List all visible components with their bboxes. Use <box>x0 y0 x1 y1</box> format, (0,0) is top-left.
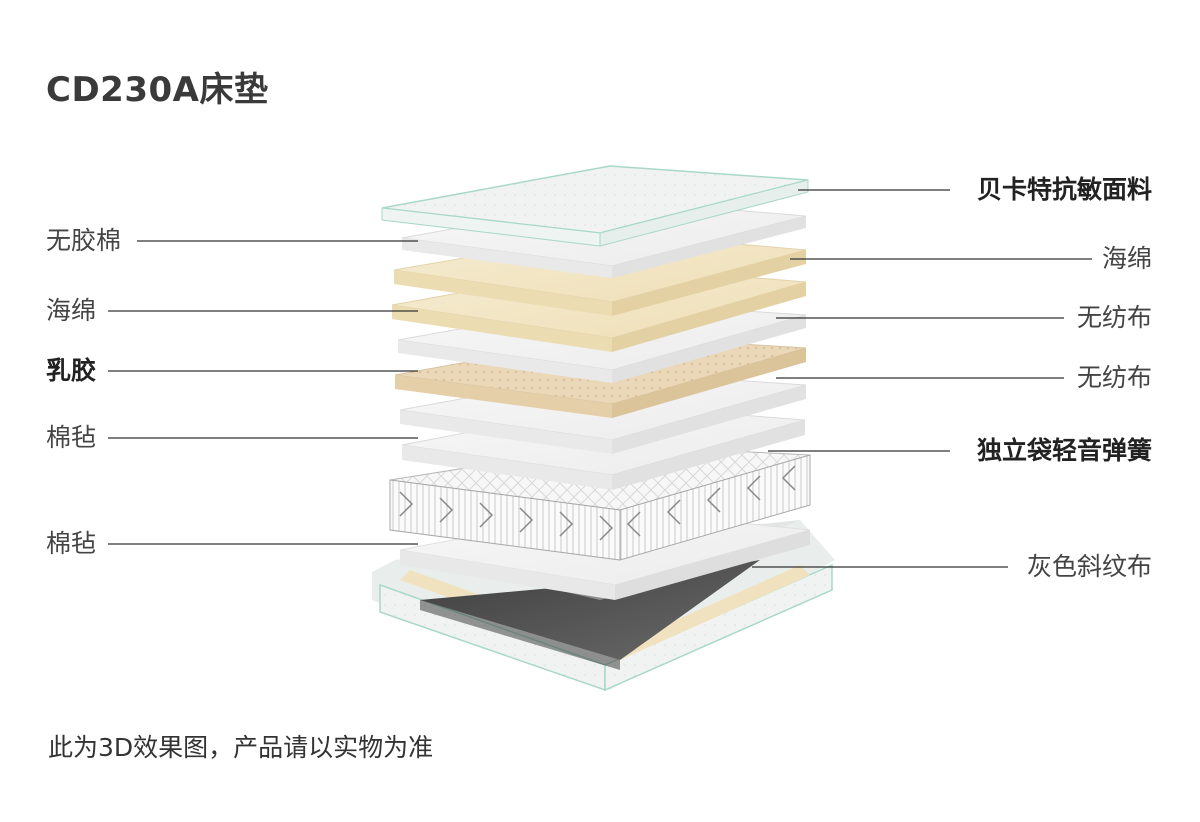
label-glue-free-cotton: 无胶棉 <box>46 226 121 256</box>
disclaimer-note: 此为3D效果图，产品请以实物为准 <box>48 728 433 764</box>
label-grey-twill: 灰色斜纹布 <box>1027 552 1152 582</box>
label-bekaert-fabric: 贝卡特抗敏面料 <box>977 175 1152 205</box>
label-latex: 乳胶 <box>46 356 96 386</box>
label-pocket-springs: 独立袋轻音弹簧 <box>977 436 1152 466</box>
label-nonwoven-upper: 无纺布 <box>1077 303 1152 333</box>
label-nonwoven-lower: 无纺布 <box>1077 363 1152 393</box>
label-felt-upper: 棉毡 <box>46 423 96 453</box>
label-felt-lower: 棉毡 <box>46 529 96 559</box>
label-sponge-right: 海绵 <box>1102 244 1152 274</box>
label-sponge-left: 海绵 <box>46 296 96 326</box>
